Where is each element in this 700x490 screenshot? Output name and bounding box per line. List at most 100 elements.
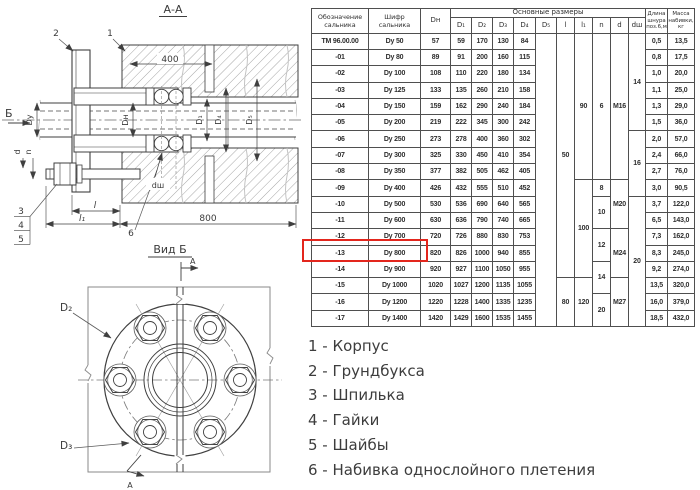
cell-mass: 36,0 — [667, 114, 695, 132]
legend-item: 1 - Корпус — [308, 337, 389, 355]
cell-d: M27 — [610, 277, 629, 328]
cell-dim: 219 — [420, 114, 451, 132]
cell-designation: -07 — [311, 146, 369, 165]
col-header-mass: Масса набивки, кг — [667, 8, 695, 34]
flange-title: Вид Б — [153, 243, 186, 256]
cell-cord: 1,0 — [645, 65, 668, 83]
cell-dim: 159 — [420, 97, 451, 116]
cell-designation: -13 — [311, 244, 369, 262]
cell-mass: 57,0 — [667, 130, 695, 148]
cell-designation: -04 — [311, 97, 369, 116]
cell-cord: 2,4 — [645, 146, 668, 165]
col-header-cord: Длина шнура поз.6,м — [645, 8, 668, 34]
cell-dim: 382 — [450, 163, 472, 181]
bore-circles — [143, 343, 217, 417]
cell-dim: 162 — [450, 97, 472, 116]
dim-d2: D₂ — [60, 302, 112, 339]
cell-dim: 636 — [450, 211, 472, 230]
cell-dim: 1200 — [471, 277, 493, 295]
packing-rings — [145, 87, 192, 153]
cell-cord: 18,5 — [645, 309, 668, 328]
cell-dim: 108 — [420, 65, 451, 83]
cell-dim: 210 — [492, 81, 514, 99]
svg-text:Dу: Dу — [25, 114, 34, 125]
cell-designation: -10 — [311, 195, 369, 213]
cell-cipher: Dy 500 — [368, 195, 421, 213]
svg-text:D₁: D₁ — [195, 115, 204, 124]
cell-mass: 76,0 — [667, 163, 695, 181]
cell-mass: 13,5 — [667, 32, 695, 50]
cell-dsh: 20 — [628, 195, 646, 328]
cell-cord: 0,5 — [645, 32, 668, 50]
cell-mass: 432,0 — [667, 309, 695, 328]
col-header-sub: D₃ — [492, 16, 514, 34]
legend-item: 4 - Гайки — [308, 411, 380, 430]
flange-view: Вид Б А — [60, 243, 282, 490]
cell-dim: 134 — [513, 65, 536, 83]
cell-dim: 1235 — [513, 293, 536, 311]
cell-cipher: Dy 700 — [368, 228, 421, 246]
cell-mass: 143,0 — [667, 211, 695, 230]
legend-item: 3 - Шпилька — [308, 386, 405, 405]
cell-dim: 130 — [492, 32, 514, 50]
cell-cord: 1,1 — [645, 81, 668, 99]
cell-dim: 920 — [420, 260, 451, 279]
cell-cipher: Dy 200 — [368, 114, 421, 132]
svg-text:D₄: D₄ — [214, 115, 223, 124]
cell-dim: 135 — [450, 81, 472, 99]
hex-nuts — [103, 311, 257, 449]
hex-nut — [223, 363, 257, 397]
cell-cord: 9,2 — [645, 260, 668, 279]
cell-dim: 690 — [471, 195, 493, 213]
cell-dsh: 16 — [628, 130, 646, 197]
svg-text:d: d — [13, 149, 22, 154]
cell-cipher: Dy 400 — [368, 179, 421, 197]
cell-dim: 273 — [420, 130, 451, 148]
cell-cord: 7,3 — [645, 228, 668, 246]
dim-dsh: dш — [146, 152, 170, 190]
col-header-sub: D₄ — [513, 16, 536, 34]
cell-cipher: Dy 250 — [368, 130, 421, 148]
col-header-dn: Dн — [420, 8, 451, 34]
cell-cipher: Dy 80 — [368, 48, 421, 67]
dim-400: 400 — [129, 53, 213, 67]
cell-designation: -01 — [311, 48, 369, 67]
callout-5: 5 — [18, 235, 24, 245]
cell-dim: 820 — [420, 244, 451, 262]
cell-dim: 220 — [471, 65, 493, 83]
split-bar — [174, 287, 186, 472]
stud-dims: d n — [13, 149, 36, 180]
cell-designation: -08 — [311, 163, 369, 181]
cell-dim: 1055 — [513, 277, 536, 295]
cell-dim: 1600 — [471, 309, 493, 328]
cell-dim: 1228 — [450, 293, 472, 311]
plate-break-marks — [84, 347, 274, 383]
cell-cord: 13,5 — [645, 277, 668, 295]
cell-dim: 400 — [471, 130, 493, 148]
cell-dim: 955 — [513, 260, 536, 279]
cell-dim: 826 — [450, 244, 472, 262]
col-header-sub: dш — [628, 16, 646, 34]
cell-designation: -12 — [311, 228, 369, 246]
callout-1: 1 — [107, 29, 113, 39]
cell-dim: 133 — [420, 81, 451, 99]
cell-dim: 555 — [471, 179, 493, 197]
cell-dim: 242 — [513, 114, 536, 132]
cell-cipher: Dy 125 — [368, 81, 421, 99]
cell-dim: 790 — [471, 211, 493, 230]
callout-3: 3 — [18, 207, 24, 217]
cell-cipher: Dy 900 — [368, 260, 421, 279]
break-lines — [38, 44, 297, 204]
cell-designation: -15 — [311, 277, 369, 295]
col-header-sub: D₂ — [471, 16, 493, 34]
cell-dim: 184 — [513, 97, 536, 116]
cell-designation: -16 — [311, 293, 369, 311]
cell-dim: 59 — [450, 32, 472, 50]
cell-cord: 3,7 — [645, 195, 668, 213]
